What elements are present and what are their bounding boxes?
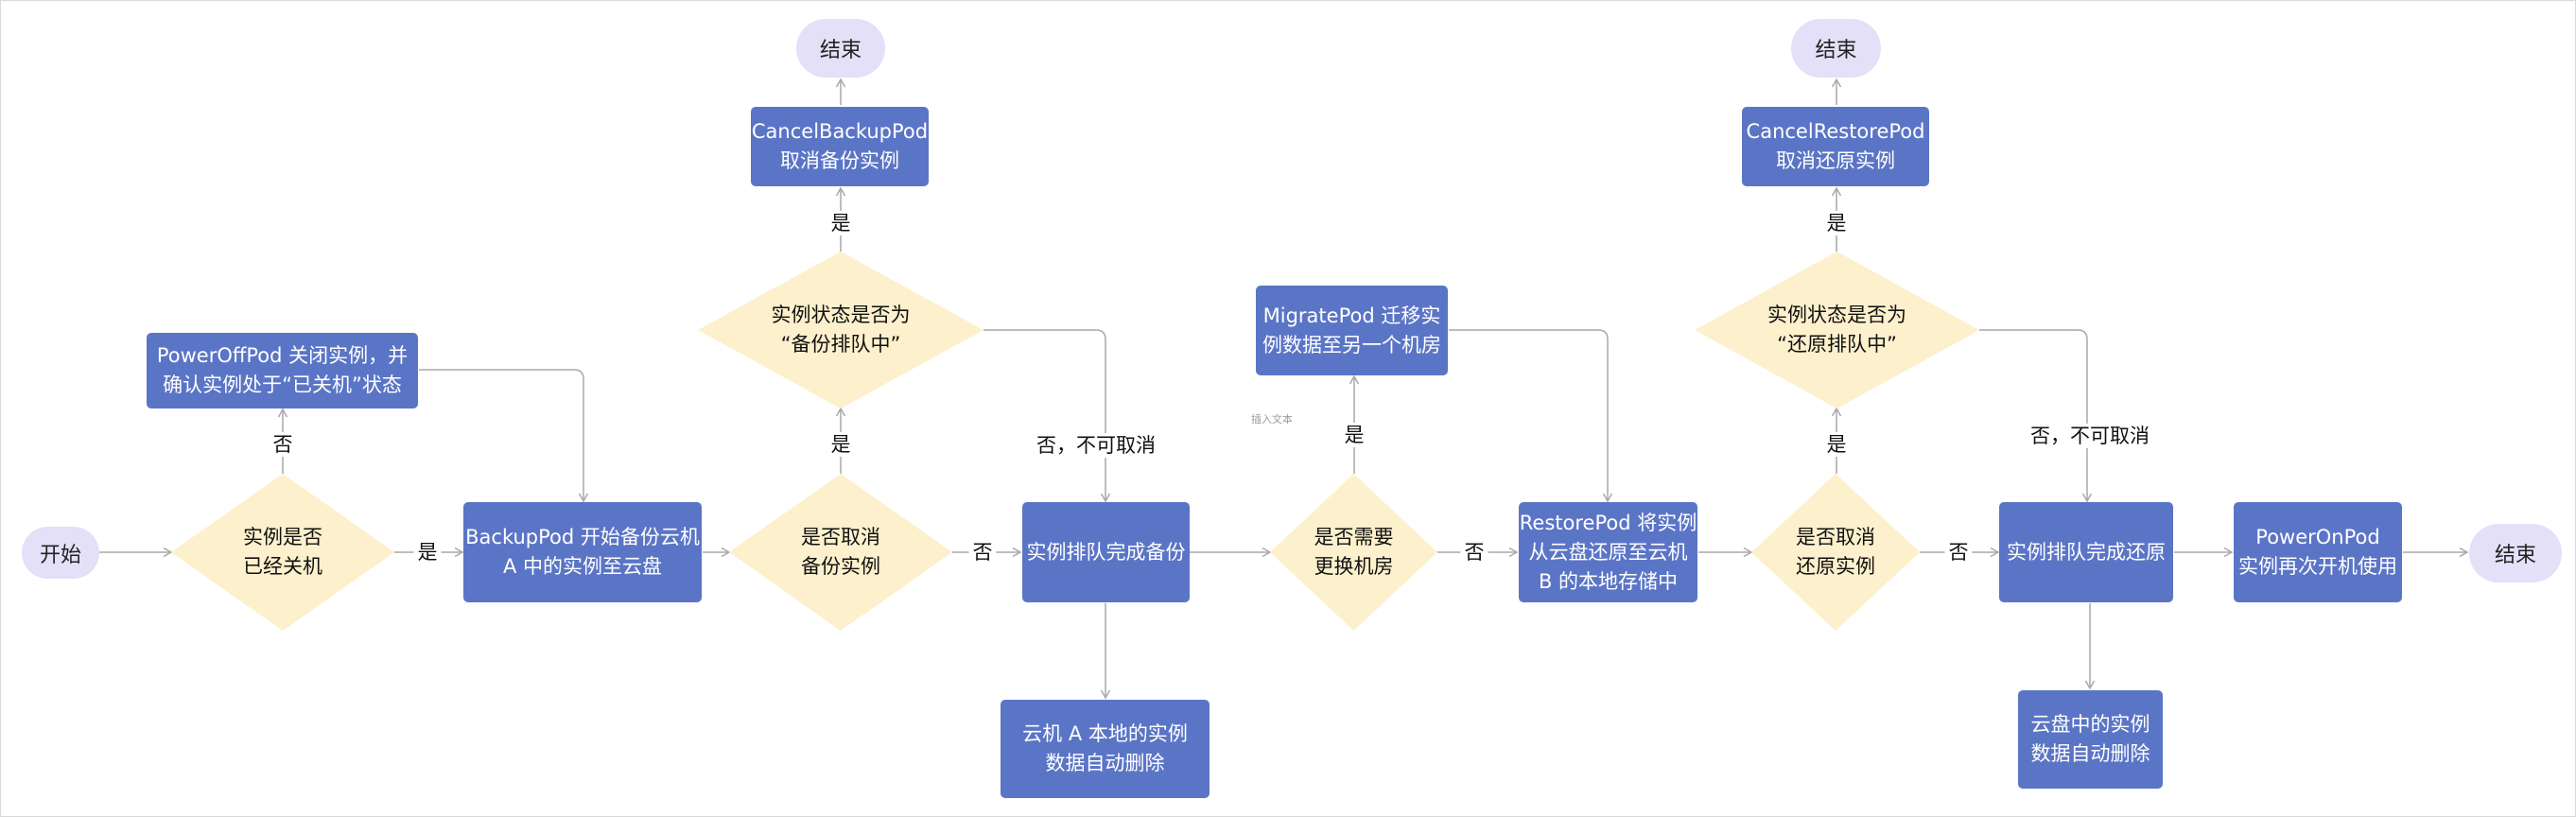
cancel-backup-pod-box: CancelBackupPod 取消备份实例: [751, 107, 929, 186]
text-line: 实例排队完成备份: [1026, 540, 1186, 564]
edge-label-no-restore-queued: 否，不可取消: [2027, 424, 2153, 448]
end-terminal-backup-cancel: 结束: [796, 19, 885, 78]
text-line: 例数据至另一个机房: [1262, 333, 1441, 356]
local-deleted-box: 云机 A 本地的实例数据自动删除: [1001, 700, 1210, 798]
text-line: PowerOnPod: [2255, 526, 2380, 548]
q-restore-queued-text: 实例状态是否为 “还原排队中”: [1767, 301, 1906, 359]
edge-label-no-poweroff: 否: [269, 432, 297, 457]
text-line: 云盘中的实例: [2030, 713, 2150, 736]
text-line: “还原排队中”: [1777, 333, 1897, 356]
q-powered-off-text: 实例是否已经关机: [243, 523, 322, 582]
text-line: 从云盘还原至云机: [1528, 540, 1688, 564]
end-terminal-final: 结束: [2469, 524, 2562, 582]
edge-label-yes-backup-queued: 是: [827, 211, 855, 235]
text-line: 确认实例处于“已关机”状态: [163, 374, 402, 396]
text-line: CancelRestorePod: [1746, 120, 1925, 143]
q-restore-queued-diamond: 实例状态是否为 “还原排队中”: [1695, 252, 1979, 408]
poweron-pod-text: PowerOnPod 实例再次开机使用: [2238, 523, 2397, 582]
migrate-pod-box: MigratePod 迁移实例数据至另一个机房: [1256, 286, 1448, 375]
text-line: “备份排队中”: [780, 333, 901, 356]
q-change-room-diamond: 是否需要更换机房: [1270, 474, 1437, 631]
q-cancel-backup-diamond: 是否取消备份实例: [729, 474, 952, 631]
edge-label-yes-cancel-restore: 是: [1822, 432, 1851, 457]
text-line: 还原实例: [1796, 555, 1875, 578]
poweroff-pod-box: PowerOffPod 关闭实例，并确认实例处于“已关机”状态: [147, 333, 418, 408]
text-line: 实例排队完成还原: [2007, 540, 2166, 564]
text-line: 数据自动删除: [2030, 742, 2150, 765]
insert-text-hint: 插入文本: [1251, 413, 1293, 426]
cloud-deleted-text: 云盘中的实例数据自动删除: [2031, 710, 2150, 769]
text-line: 实例是否: [243, 526, 322, 548]
edge-poweroff-to-backup: [419, 369, 589, 503]
text-line: 已经关机: [243, 555, 322, 578]
text-line: 备份实例: [801, 555, 880, 578]
restore-done-text: 实例排队完成还原: [2007, 538, 2166, 567]
cloud-deleted-box: 云盘中的实例数据自动删除: [2018, 690, 2163, 789]
poweron-pod-box: PowerOnPod 实例再次开机使用: [2234, 502, 2402, 602]
text-line: 实例再次开机使用: [2238, 555, 2397, 578]
edge-label-no-backup-queued: 否，不可取消: [1033, 433, 1159, 458]
text-line: RestorePod 将实例: [1519, 511, 1697, 534]
end-terminal-restore-cancel: 结束: [1791, 19, 1881, 78]
edge-q-backup-queued-to-backup-done: [983, 329, 1111, 503]
edge-label-yes-cancel-backup: 是: [827, 432, 855, 457]
local-deleted-text: 云机 A 本地的实例数据自动删除: [1022, 720, 1188, 778]
edge-label-yes-backup: 是: [413, 540, 442, 565]
restore-pod-box: RestorePod 将实例从云盘还原至云机 B 的本地存储中: [1519, 502, 1697, 602]
edge-migrate-to-restore: [1449, 329, 1613, 503]
text-line: BackupPod 开始备份云机: [465, 526, 700, 548]
edge-label-yes-restore-queued: 是: [1822, 211, 1851, 235]
text-line: 数据自动删除: [1045, 752, 1165, 774]
edge-q-restore-queued-to-restore-done: [1979, 329, 2093, 503]
q-backup-queued-text: 实例状态是否为 “备份排队中”: [772, 301, 911, 359]
q-change-room-text: 是否需要更换机房: [1314, 523, 1394, 582]
text-line: 取消还原实例: [1776, 149, 1895, 172]
migrate-pod-text: MigratePod 迁移实例数据至另一个机房: [1262, 302, 1441, 360]
q-cancel-restore-diamond: 是否取消还原实例: [1751, 474, 1920, 631]
restore-done-box: 实例排队完成还原: [1999, 502, 2173, 602]
text-line: 实例状态是否为: [1767, 304, 1906, 326]
text-line: 云机 A 本地的实例: [1022, 722, 1188, 745]
text-line: A 中的实例至云盘: [502, 555, 663, 578]
q-backup-queued-diamond: 实例状态是否为 “备份排队中”: [698, 252, 983, 408]
cancel-backup-pod-text: CancelBackupPod 取消备份实例: [752, 117, 928, 176]
text-line: 是否需要: [1314, 526, 1394, 548]
q-powered-off-diamond: 实例是否已经关机: [171, 474, 394, 631]
cancel-restore-pod-box: CancelRestorePod 取消还原实例: [1742, 107, 1929, 186]
text-line: 取消备份实例: [780, 149, 899, 172]
text-line: 是否取消: [1796, 526, 1875, 548]
backup-done-text: 实例排队完成备份: [1027, 538, 1186, 567]
text-line: PowerOffPod 关闭实例，并: [156, 344, 409, 367]
backup-pod-text: BackupPod 开始备份云机 A 中的实例至云盘: [465, 523, 700, 582]
text-line: MigratePod 迁移实: [1262, 304, 1441, 327]
text-line: B 的本地存储中: [1538, 569, 1679, 593]
q-cancel-backup-text: 是否取消备份实例: [801, 523, 880, 582]
edge-label-yes-change-room: 是: [1340, 423, 1368, 447]
text-line: CancelBackupPod: [751, 120, 929, 143]
q-cancel-restore-text: 是否取消还原实例: [1796, 523, 1875, 582]
backup-pod-box: BackupPod 开始备份云机 A 中的实例至云盘: [463, 502, 702, 602]
text-line: 实例状态是否为: [771, 304, 911, 326]
text-line: 更换机房: [1314, 555, 1394, 578]
cancel-restore-pod-text: CancelRestorePod 取消还原实例: [1747, 117, 1925, 176]
start-terminal: 开始: [22, 527, 99, 579]
poweroff-pod-text: PowerOffPod 关闭实例，并确认实例处于“已关机”状态: [157, 341, 408, 400]
backup-done-box: 实例排队完成备份: [1022, 502, 1190, 602]
edge-label-no-cancel-backup: 否: [968, 540, 997, 565]
edge-label-no-change-room: 否: [1460, 540, 1488, 565]
edge-label-no-cancel-restore: 否: [1944, 540, 1973, 565]
text-line: 是否取消: [801, 526, 880, 548]
restore-pod-text: RestorePod 将实例从云盘还原至云机 B 的本地存储中: [1520, 509, 1697, 597]
